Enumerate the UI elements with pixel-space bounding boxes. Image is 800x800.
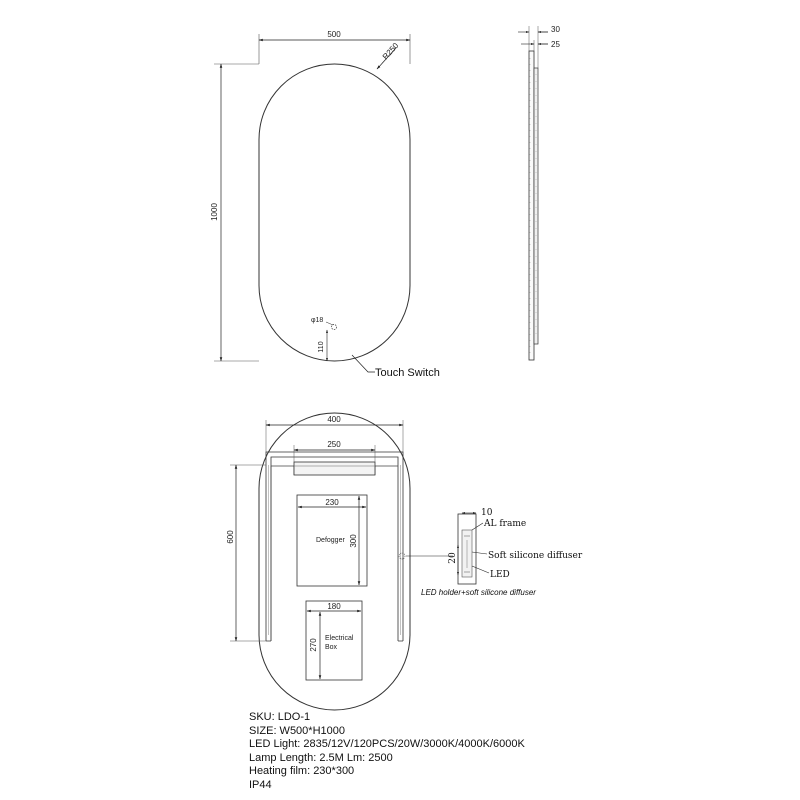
depth-outer-dimension: 30 xyxy=(551,25,560,34)
radius-leader xyxy=(376,47,397,70)
electrical-box xyxy=(305,600,363,681)
height-dimension: 1000 xyxy=(210,203,219,221)
section-height-dimension: 20 xyxy=(448,552,458,564)
led-span-dimension: 400 xyxy=(327,415,341,424)
front-view: 500 1000 R250 φ18 110 Touch Switch xyxy=(210,30,440,379)
mirror-outline-back xyxy=(258,412,411,711)
mirror-side-profile xyxy=(528,50,535,361)
defogger-width-dimension: 230 xyxy=(325,498,339,507)
hole-dimension: φ18 xyxy=(311,317,323,324)
electrical-box-label-line1: Electrical xyxy=(325,635,354,642)
width-dimension: 500 xyxy=(327,30,341,39)
back-view: 400 250 600 230 300 Defogger 180 270 Ele… xyxy=(226,412,453,711)
spec-heating-film: Heating film: 230*300 xyxy=(249,765,355,778)
led-strip-channel xyxy=(265,451,404,642)
touch-switch-leader xyxy=(351,354,375,373)
side-view: 30 25 xyxy=(518,25,560,361)
mirror-back-frame xyxy=(533,67,539,345)
section-detail-marker xyxy=(398,552,406,560)
switch-offset-dimension: 110 xyxy=(318,341,325,352)
section-thickness-dimension: 10 xyxy=(481,508,493,518)
radius-dimension: R250 xyxy=(381,41,401,62)
led-height-dimension: 600 xyxy=(226,530,235,544)
box-width-dimension: 180 xyxy=(327,602,341,611)
led-label: LED xyxy=(490,570,510,580)
spec-list: SKU: LDO-1 SIZE: W500*H1000 LED Light: 2… xyxy=(249,711,525,793)
touch-switch-hole xyxy=(331,324,337,330)
section-detail: 10 20 AL frame Soft silicone diffuser LE… xyxy=(421,508,583,597)
section-caption: LED holder+soft silicone diffuser xyxy=(421,588,536,597)
spec-ip-rating: IP44 xyxy=(249,778,272,791)
defogger-height-dimension: 300 xyxy=(349,534,358,548)
hanging-bracket xyxy=(293,461,376,476)
spec-size: SIZE: W500*H1000 xyxy=(249,724,345,737)
touch-switch-label: Touch Switch xyxy=(375,367,440,379)
al-frame-label: AL frame xyxy=(483,519,526,529)
defogger-pad xyxy=(296,494,368,587)
mirror-outline-front xyxy=(258,63,411,362)
spec-led-light: LED Light: 2835/12V/120PCS/20W/3000K/400… xyxy=(249,738,525,751)
depth-inner-dimension: 25 xyxy=(551,40,560,49)
electrical-box-label-line2: Box xyxy=(325,644,338,651)
defogger-label: Defogger xyxy=(316,537,345,544)
spec-lamp-length: Lamp Length: 2.5M Lm: 2500 xyxy=(249,751,393,764)
box-height-dimension: 270 xyxy=(309,638,318,652)
diffuser-label: Soft silicone diffuser xyxy=(488,551,583,561)
bracket-dimension: 250 xyxy=(327,440,341,449)
spec-sku: SKU: LDO-1 xyxy=(249,711,311,723)
